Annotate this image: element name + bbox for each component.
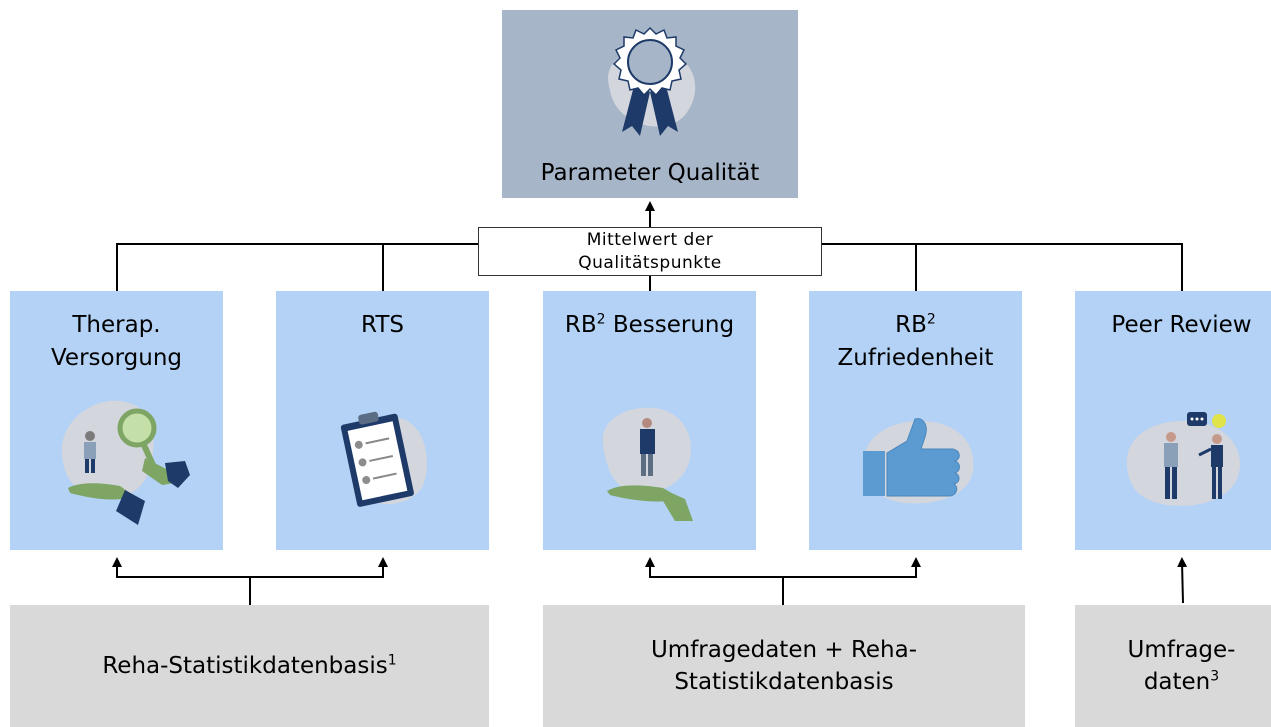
metric-label: RTS xyxy=(276,309,489,342)
metric-label-line1: Peer Review xyxy=(1111,312,1252,338)
source-umfragedaten: Umfrage- daten3 xyxy=(1075,605,1271,727)
metric-therap-versorgung: Therap. Versorgung xyxy=(10,291,223,550)
metric-label-line1: Therap. xyxy=(72,312,161,338)
metric-label: Peer Review xyxy=(1075,309,1271,342)
source-label-line1: Umfragedaten + Reha- xyxy=(650,637,918,663)
metric-peer-review: Peer Review xyxy=(1075,291,1271,550)
clipboard-checklist-icon xyxy=(340,411,427,507)
source-label: Umfrage- daten3 xyxy=(1075,634,1271,698)
metric-rts: RTS xyxy=(276,291,489,550)
award-ribbon-icon xyxy=(608,26,696,136)
note-line-2: Qualitätspunkte xyxy=(578,253,722,273)
lower-connector-middle xyxy=(649,566,917,578)
source-label-line1: Umfrage- xyxy=(1127,637,1236,663)
upper-connector-right xyxy=(822,243,1183,291)
metric-rb-zufriedenheit: RB2 Zufriedenheit xyxy=(809,291,1022,550)
metric-label-line1: RB2 xyxy=(895,311,936,338)
metric-label-line2: Versorgung xyxy=(50,345,182,371)
metric-label-line1: RB2 Besserung xyxy=(564,311,735,338)
lower-connector-left xyxy=(116,566,384,578)
note-line-1: Mittelwert der xyxy=(586,230,714,250)
two-people-chat-icon xyxy=(1126,412,1241,506)
source-label: Umfragedaten + Reha- Statistikdatenbasis xyxy=(543,634,1025,698)
parameter-quality-title: Parameter Qualität xyxy=(540,160,760,186)
metric-label-line2: Zufriedenheit xyxy=(837,345,994,371)
metric-label: RB2 Besserung xyxy=(543,309,756,342)
average-quality-points-note: Mittelwert der Qualitätspunkte xyxy=(478,227,822,276)
metric-label: Therap. Versorgung xyxy=(10,309,223,375)
person-on-hand-icon xyxy=(602,407,693,521)
metric-label-line1: RTS xyxy=(361,312,404,338)
thumbs-up-icon xyxy=(863,418,974,504)
source-label-line2: daten3 xyxy=(1143,668,1220,695)
metric-label: RB2 Zufriedenheit xyxy=(809,309,1022,375)
source-label: Reha-Statistikdatenbasis1 xyxy=(10,650,489,682)
source-umfrage-reha: Umfragedaten + Reha- Statistikdatenbasis xyxy=(543,605,1025,727)
magnifier-person-icon xyxy=(61,400,190,525)
upper-connector-left xyxy=(116,243,478,291)
lower-connector-right xyxy=(1177,557,1188,604)
metric-rb-besserung: RB2 Besserung xyxy=(543,291,756,550)
source-label-line1: Reha-Statistikdatenbasis1 xyxy=(102,652,397,679)
source-reha-statistik: Reha-Statistikdatenbasis1 xyxy=(10,605,489,727)
parameter-quality-box: Parameter Qualität xyxy=(502,10,798,198)
source-label-line2: Statistikdatenbasis xyxy=(674,669,894,695)
